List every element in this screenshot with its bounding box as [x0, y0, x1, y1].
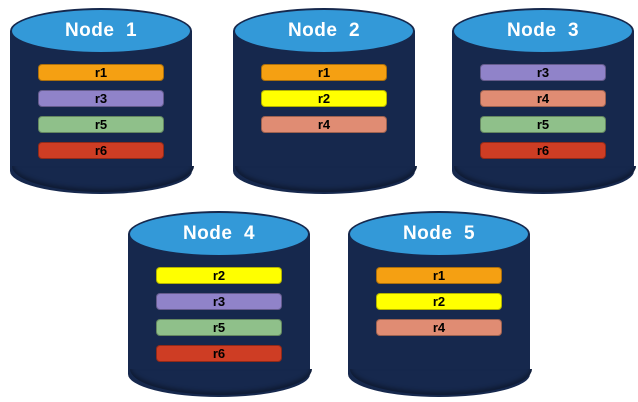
cylinder-bottom-edge [130, 369, 312, 395]
node-cylinder-5: r1 r2 r4 Node 5 [348, 211, 532, 397]
replica-label: r2 [212, 267, 226, 283]
cylinder-body [233, 31, 417, 194]
node-title: Node 2 [287, 20, 361, 41]
replica-bar[interactable]: r1 [376, 267, 502, 284]
replica-bar[interactable]: r1 [261, 64, 387, 81]
node-cylinder-1: r1 r3 r5 r6 Node 1 [10, 8, 194, 194]
replica-list: r2 r3 r5 r6 [156, 267, 282, 371]
replica-label: r1 [317, 64, 331, 80]
replica-bar[interactable]: r2 [156, 267, 282, 284]
cylinder-body [128, 234, 312, 397]
replica-bar[interactable]: r3 [480, 64, 606, 81]
cylinder-top: Node 1 [10, 8, 192, 54]
cylinder-top: Node 4 [128, 211, 310, 257]
replica-bar[interactable]: r3 [38, 90, 164, 107]
cylinder-bottom-edge [12, 166, 194, 192]
replica-label: r5 [212, 319, 226, 335]
node-title: Node 3 [506, 20, 580, 41]
replica-label: r4 [432, 319, 446, 335]
cylinder-top: Node 5 [348, 211, 530, 257]
replica-bar[interactable]: r2 [376, 293, 502, 310]
node-title: Node 1 [64, 20, 138, 41]
node-cylinder-4: r2 r3 r5 r6 Node 4 [128, 211, 312, 397]
cylinder-top: Node 3 [452, 8, 634, 54]
cylinder-bottom-edge [350, 369, 532, 395]
replica-label: r4 [536, 90, 550, 106]
cylinder-bottom-edge [454, 166, 636, 192]
replica-bar[interactable]: r6 [480, 142, 606, 159]
replica-bar[interactable]: r5 [38, 116, 164, 133]
node-cylinder-2: r1 r2 r4 Node 2 [233, 8, 417, 194]
replica-bar[interactable]: r6 [38, 142, 164, 159]
replica-label: r2 [317, 90, 331, 106]
node-title: Node 4 [182, 223, 256, 244]
replica-label: r3 [212, 293, 226, 309]
cylinder-body [348, 234, 532, 397]
replica-bar[interactable]: r6 [156, 345, 282, 362]
cylinder-bottom-edge [235, 166, 417, 192]
replica-label: r3 [536, 64, 550, 80]
node-title: Node 5 [402, 223, 476, 244]
replica-label: r6 [536, 142, 550, 158]
replica-label: r3 [94, 90, 108, 106]
replica-label: r5 [536, 116, 550, 132]
replica-bar[interactable]: r5 [480, 116, 606, 133]
replica-list: r1 r3 r5 r6 [38, 64, 164, 168]
cylinder-body [10, 31, 194, 194]
replica-list: r3 r4 r5 r6 [480, 64, 606, 168]
replica-list: r1 r2 r4 [261, 64, 387, 142]
replica-label: r6 [94, 142, 108, 158]
cylinder-body [452, 31, 636, 194]
replica-label: r4 [317, 116, 331, 132]
replica-bar[interactable]: r4 [376, 319, 502, 336]
replica-bar[interactable]: r3 [156, 293, 282, 310]
replica-label: r1 [432, 267, 446, 283]
replica-label: r5 [94, 116, 108, 132]
cylinder-top: Node 2 [233, 8, 415, 54]
replica-label: r2 [432, 293, 446, 309]
replica-bar[interactable]: r2 [261, 90, 387, 107]
replica-bar[interactable]: r4 [480, 90, 606, 107]
replica-bar[interactable]: r4 [261, 116, 387, 133]
replica-bar[interactable]: r1 [38, 64, 164, 81]
replica-list: r1 r2 r4 [376, 267, 502, 345]
replica-bar[interactable]: r5 [156, 319, 282, 336]
replica-label: r6 [212, 345, 226, 361]
node-cylinder-3: r3 r4 r5 r6 Node 3 [452, 8, 636, 194]
replica-label: r1 [94, 64, 108, 80]
